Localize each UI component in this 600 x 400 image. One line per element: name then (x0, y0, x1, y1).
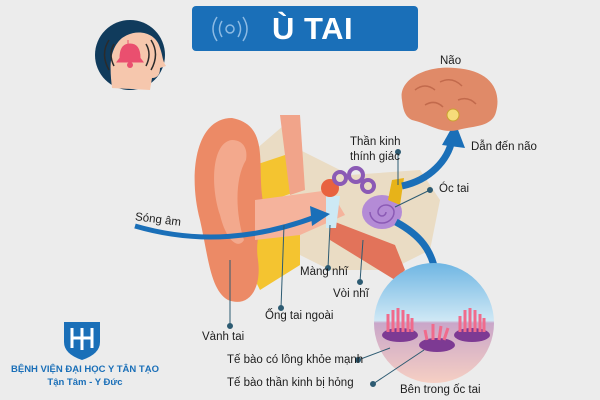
cochlea-shape (332, 166, 402, 229)
hospital-slogan: Tận Tâm - Y Đức (47, 377, 123, 388)
label-auricle: Vành tai (202, 331, 245, 343)
title-banner: Ù TAI (192, 6, 418, 51)
brain-shape (401, 67, 498, 131)
label-damaged-nerve-cells: Tế bào thần kinh bị hỏng (227, 377, 354, 389)
label-cochlea: Óc tai (439, 183, 470, 195)
label-ear-canal: Ống tai ngoài (265, 310, 334, 322)
sound-wave-arrow (134, 213, 319, 240)
label-auditory-nerve-2: thính giác (350, 151, 400, 163)
sound-wave-icon (212, 16, 248, 41)
head-with-bell-icon (95, 20, 166, 90)
page-title: Ù TAI (272, 10, 354, 46)
label-auditory-nerve-1: Thần kinh (350, 136, 401, 148)
label-healthy-hair-cells: Tế bào có lông khỏe mạnh (227, 354, 364, 366)
hospital-name: BỆNH VIỆN ĐẠI HỌC Y TÂN TẠO (11, 364, 159, 375)
label-inside-cochlea: Bên trong ốc tai (400, 384, 481, 396)
label-brain: Não (440, 55, 462, 67)
label-to-brain: Dẫn đến não (471, 141, 537, 153)
label-eustachian-tube: Vòi nhĩ (333, 288, 369, 300)
hospital-logo-icon (64, 322, 100, 360)
label-eardrum: Màng nhĩ (300, 266, 348, 278)
cochlea-inset (374, 263, 494, 383)
